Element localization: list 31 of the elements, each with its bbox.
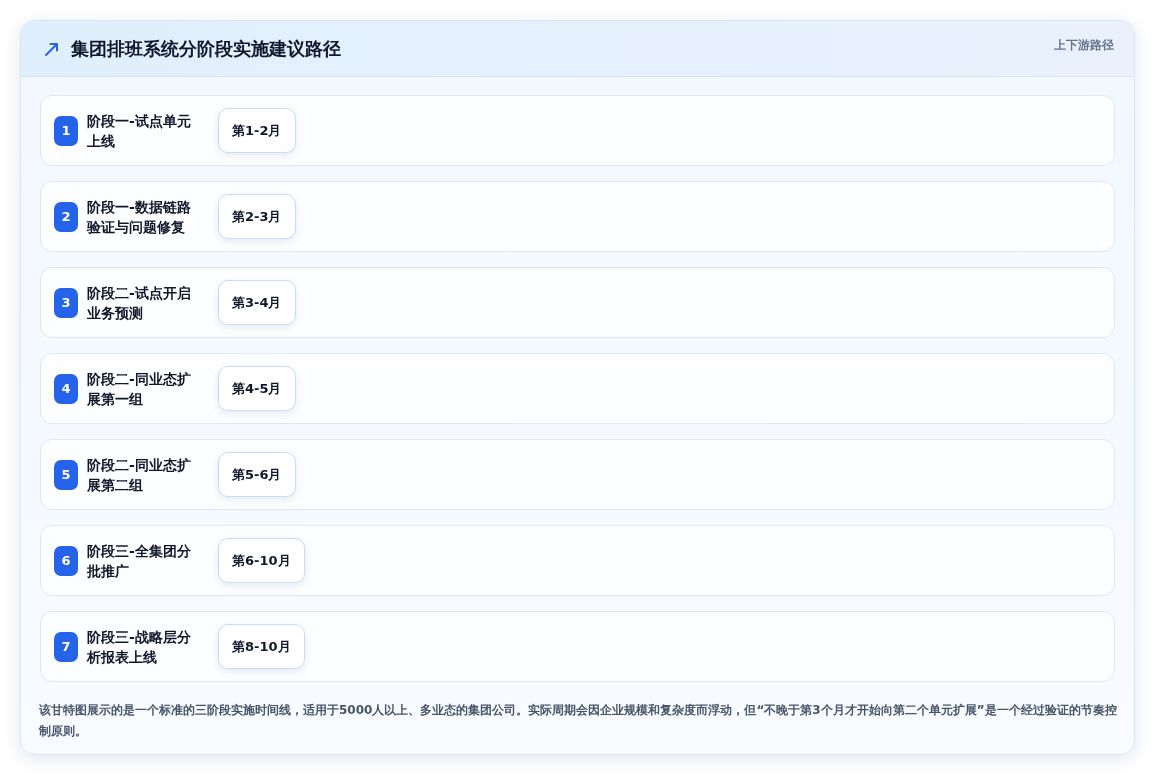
step-number: 6 <box>54 546 78 576</box>
month-range: 第3-4月 <box>218 280 296 325</box>
phase-row <box>40 439 1115 510</box>
step-number: 3 <box>54 288 78 318</box>
phase-row <box>40 353 1115 424</box>
month-range: 第4-5月 <box>218 366 296 411</box>
step-number: 1 <box>54 116 78 146</box>
phase-row <box>40 181 1115 252</box>
step-number: 2 <box>54 202 78 232</box>
phase-title: 阶段一-试点单元上线 <box>87 111 192 151</box>
phase-row <box>40 525 1115 596</box>
phase-title: 阶段三-战略层分析报表上线 <box>87 627 192 667</box>
phase-title: 阶段二-同业态扩展第一组 <box>87 369 192 409</box>
phase-row <box>40 95 1115 166</box>
step-number: 7 <box>54 632 78 662</box>
phase-title: 阶段二-同业态扩展第二组 <box>87 455 192 495</box>
month-range: 第8-10月 <box>218 624 305 669</box>
header-tag: 上下游路径 <box>1054 37 1114 53</box>
month-range: 第1-2月 <box>218 108 296 153</box>
phase-title: 阶段二-试点开启业务预测 <box>87 283 192 323</box>
step-number: 5 <box>54 460 78 490</box>
caption-text: 该甘特图展示的是一个标准的三阶段实施时间线，适用于5000人以上、多业态的集团公司。实际周期会因企业规模和复杂度而浮动，但“不晚于第3个月才开始向第二个单元扩展”是一个经过验证的节奏控制原则。 <box>39 702 1118 740</box>
phase-row <box>40 267 1115 338</box>
diagram-title: 集团排班系统分阶段实施建议路径 <box>71 37 341 61</box>
phase-row <box>40 611 1115 682</box>
month-range: 第6-10月 <box>218 538 305 583</box>
month-range: 第5-6月 <box>218 452 296 497</box>
month-range: 第2-3月 <box>218 194 296 239</box>
phase-title: 阶段一-数据链路验证与问题修复 <box>87 197 192 237</box>
phase-title: 阶段三-全集团分批推广 <box>87 541 192 581</box>
step-number: 4 <box>54 374 78 404</box>
